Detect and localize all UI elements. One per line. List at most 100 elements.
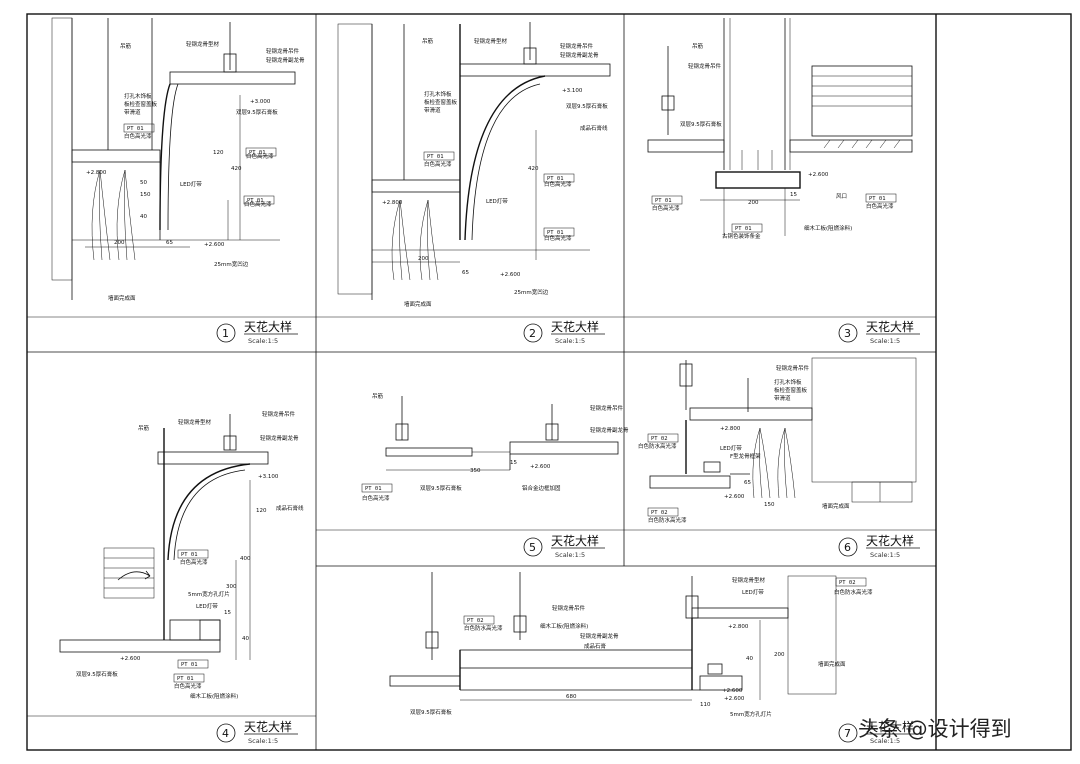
dimension: 420 xyxy=(231,166,242,172)
elevation-mark: +3.000 xyxy=(250,99,271,105)
label: 板检查窗盖板 xyxy=(424,98,458,106)
label: 轻钢龙骨副龙骨 xyxy=(590,426,629,434)
dimension: 120 xyxy=(213,150,224,156)
svg-text:PT 02: PT 02 xyxy=(651,510,668,516)
gypsum-cove xyxy=(464,75,546,241)
detail-title: 天花大样 xyxy=(866,319,914,334)
dimension: 110 xyxy=(700,702,711,708)
label: 轻钢龙骨吊件 xyxy=(688,62,722,70)
wall-hatch xyxy=(337,23,373,295)
svg-text:PT 01: PT 01 xyxy=(249,150,266,156)
title-block-3: 3 天花大样 Scale:1:5 xyxy=(838,319,920,345)
label: 轻钢龙骨副龙骨 xyxy=(560,51,599,59)
label: 双层9.5厚石膏板 xyxy=(566,102,608,110)
title-block-4: 4 天花大样 Scale:1:5 xyxy=(216,719,298,745)
finish-tag: PT 01 xyxy=(177,549,209,559)
label: 双层9.5厚石膏板 xyxy=(680,120,722,128)
elevation-mark: +2.600 xyxy=(722,688,743,694)
dimension: 680 xyxy=(566,694,577,700)
finish-tag: PT 02 xyxy=(463,615,495,625)
finish-tag: PT 01 xyxy=(543,173,575,183)
detail-title: 天花大样 xyxy=(244,319,292,334)
label: 吊筋 xyxy=(422,37,434,45)
elevation-mark: +3.100 xyxy=(258,474,279,480)
label: 轻钢龙骨副龙骨 xyxy=(580,632,619,640)
label: 轻钢龙骨型材 xyxy=(474,37,508,45)
label: 成品石膏 xyxy=(584,642,607,650)
label: 古铜色装饰条金 xyxy=(722,232,761,240)
detail-title: 天花大样 xyxy=(866,719,914,734)
title-block-1: 1 天花大样 Scale:1:5 xyxy=(216,319,298,345)
label: 成品石膏线 xyxy=(580,124,608,132)
svg-text:PT 01: PT 01 xyxy=(547,230,564,236)
detail-number: 3 xyxy=(844,327,851,340)
detail-number: 7 xyxy=(844,727,851,740)
svg-text:PT 01: PT 01 xyxy=(735,226,752,232)
panel-4-detail xyxy=(59,414,269,660)
label: 轻钢龙骨吊件 xyxy=(552,604,586,612)
ceiling-board xyxy=(71,149,161,163)
finish-tag: PT 01 xyxy=(865,193,897,203)
label: 风口 xyxy=(836,193,847,200)
svg-text:PT 02: PT 02 xyxy=(839,580,856,586)
elevation-mark: +2.800 xyxy=(382,200,403,206)
finish-tag: PT 01 xyxy=(243,195,275,205)
label: 双层9.5厚石膏板 xyxy=(410,708,452,716)
label: 打孔木饰板 xyxy=(424,90,452,98)
elevation-mark: +2.600 xyxy=(530,464,551,470)
label: 白色高光漆 xyxy=(544,180,572,188)
flow-arrow xyxy=(117,570,151,581)
label: 轻钢龙骨型材 xyxy=(732,576,766,584)
air-vent xyxy=(811,65,913,137)
label: 白色高光漆 xyxy=(174,682,202,690)
label: 吊筋 xyxy=(692,42,704,50)
ceiling-board xyxy=(689,407,813,421)
label: 轻钢龙骨吊件 xyxy=(262,410,296,418)
dimension: 15 xyxy=(224,610,231,616)
label: 墙面完成面 xyxy=(404,300,432,308)
svg-text:PT 01: PT 01 xyxy=(181,552,198,558)
dimension: 15 xyxy=(790,192,797,198)
ceiling-board xyxy=(649,475,731,489)
elevation-mark: +2.800 xyxy=(86,170,107,176)
label: 白色防水高光漆 xyxy=(648,516,687,524)
elevation-mark: +2.600 xyxy=(808,172,829,178)
finish-tag: PT 01 xyxy=(245,147,277,157)
label: 轻钢龙骨型材 xyxy=(178,418,212,426)
elevation-mark: +2.600 xyxy=(724,494,745,500)
detail-scale: Scale:1:5 xyxy=(870,337,900,345)
panel-5-detail xyxy=(385,396,619,471)
bronze-trim xyxy=(715,171,801,189)
dimension: 65 xyxy=(744,480,751,486)
detail-scale: Scale:1:5 xyxy=(870,551,900,559)
panel-6-detail xyxy=(649,357,917,503)
label: 双层9.5厚石膏板 xyxy=(76,670,118,678)
svg-text:PT 01: PT 01 xyxy=(869,196,886,202)
label: 墙面完成面 xyxy=(822,502,850,510)
elevation-mark: +2.600 xyxy=(120,656,141,662)
label: 轻钢龙骨型材 xyxy=(186,40,220,48)
title-block-2: 2 天花大样 Scale:1:5 xyxy=(523,319,605,345)
finish-tag: PT 01 xyxy=(177,659,209,669)
title-block-7: 7 天花大样 Scale:1:5 xyxy=(838,719,920,745)
dimension: 40 xyxy=(140,214,147,220)
detail-title: 天花大样 xyxy=(551,319,599,334)
elevation-mark: +2.800 xyxy=(720,426,741,432)
svg-text:PT 01: PT 01 xyxy=(427,154,444,160)
label: 打孔木饰板 xyxy=(774,378,802,386)
label: 白色防水高光漆 xyxy=(834,588,873,596)
svg-text:PT 01: PT 01 xyxy=(127,126,144,132)
dimension: 350 xyxy=(470,468,481,474)
elevation-mark: +2.800 xyxy=(728,624,749,630)
label: F型龙骨框架 xyxy=(730,452,761,460)
detail-title: 天花大样 xyxy=(551,533,599,548)
label: 轻钢龙骨副龙骨 xyxy=(260,434,299,442)
label: 吊筋 xyxy=(372,392,384,400)
elevation-mark: +2.600 xyxy=(500,272,521,278)
title-block-5: 5 天花大样 Scale:1:5 xyxy=(523,533,605,559)
ceiling-board xyxy=(371,179,461,193)
label: 墙面完成面 xyxy=(108,294,136,302)
label: 轻钢龙骨副龙骨 xyxy=(266,56,305,64)
dimension: 150 xyxy=(140,192,151,198)
dimension: 65 xyxy=(166,240,173,246)
